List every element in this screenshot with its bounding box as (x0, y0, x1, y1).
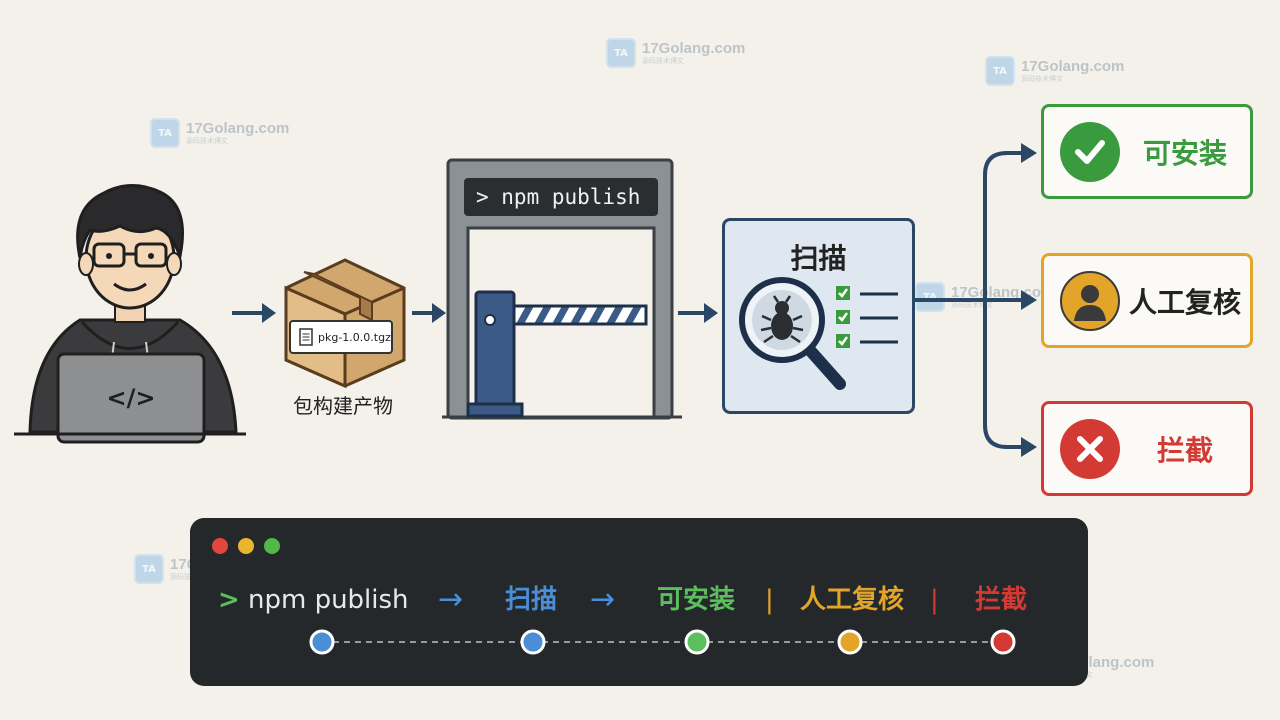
person-icon (1060, 270, 1120, 331)
watermark-logo-icon: TA (915, 282, 945, 312)
terminal-separator: | (765, 585, 774, 615)
watermark-logo-icon: TA (606, 38, 636, 68)
branch-connector (915, 143, 1037, 457)
package-caption: 包构建产物 (293, 394, 393, 418)
outcome-blocked-label: 拦截 (1156, 433, 1213, 467)
outcome-installable-label: 可安装 (1142, 136, 1227, 170)
flow-arrow (412, 303, 446, 323)
outcome-manual-review: 人工复核 (1041, 253, 1253, 348)
terminal-separator: | (930, 585, 939, 615)
outcome-blocked: 拦截 (1041, 401, 1253, 496)
check-icon (1060, 121, 1120, 182)
outcome-installable: 可安装 (1041, 104, 1253, 199)
watermark-sub: 源码技术博文 (642, 57, 684, 65)
terminal-arrow: → (590, 582, 616, 617)
timeline-node-review (837, 629, 863, 655)
x-icon (1060, 418, 1120, 479)
watermark-sub: 源码技术博文 (951, 301, 993, 309)
package-box-icon (284, 258, 406, 389)
gate-command-banner: > npm publish (464, 178, 658, 216)
watermark-brand: 17Golang.com (1021, 58, 1125, 75)
laptop-code-icon: </> (107, 384, 156, 412)
watermark-logo-icon: TA (134, 554, 164, 584)
window-minimize-dot (238, 538, 254, 554)
terminal-prompt: > (218, 585, 240, 615)
timeline-node-installable (684, 629, 710, 655)
terminal-step-scan: 扫描 (505, 585, 558, 615)
terminal-command: npm publish (248, 585, 409, 615)
watermark-sub: 源码技术博文 (186, 137, 228, 145)
window-close-dot (212, 538, 228, 554)
terminal-timeline (309, 629, 1016, 655)
package-file-name: pkg-1.0.0.tgz (318, 330, 391, 344)
window-maximize-dot (264, 538, 280, 554)
watermark-logo-icon: TA (150, 118, 180, 148)
timeline-node-scan (520, 629, 546, 655)
terminal-step-blocked: 拦截 (975, 585, 1028, 615)
terminal-arrow: → (438, 582, 464, 617)
timeline-node-blocked (990, 629, 1016, 655)
terminal-panel (190, 518, 1088, 686)
bug-magnifier-icon (739, 277, 846, 390)
gate-command-text: > npm publish (476, 185, 641, 209)
flow-arrow (232, 303, 276, 323)
watermark-brand: 17Golang.com (186, 120, 290, 137)
watermark-logo-icon: TA (985, 56, 1015, 86)
developer-avatar: </> (14, 184, 246, 444)
watermark-sub: 源码技术博文 (1021, 75, 1063, 83)
checklist-icon (836, 286, 898, 348)
scanner-title: 扫描 (790, 242, 847, 275)
flow-arrow (678, 303, 718, 323)
terminal-step-installable: 可安装 (657, 585, 736, 615)
watermark-brand: 17Golang.com (642, 40, 746, 57)
document-icon (299, 328, 313, 346)
timeline-node-publish (309, 629, 335, 655)
package-file-label: pkg-1.0.0.tgz (289, 320, 393, 354)
barrier-gate-icon (442, 158, 682, 420)
outcome-manual-review-label: 人工复核 (1128, 285, 1241, 319)
terminal-step-review: 人工复核 (800, 585, 905, 615)
